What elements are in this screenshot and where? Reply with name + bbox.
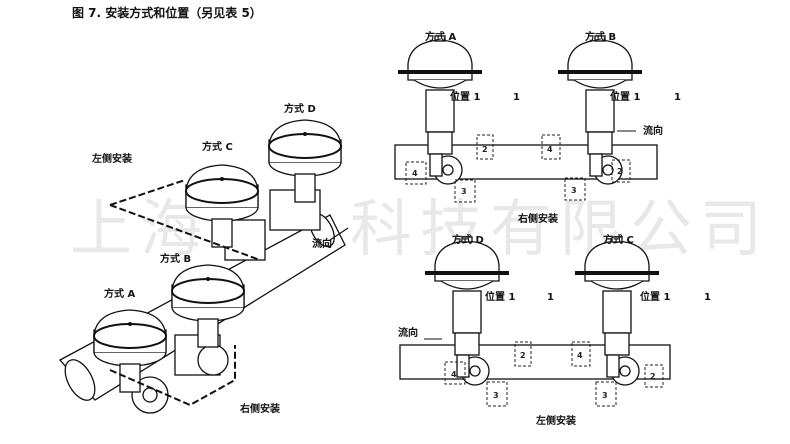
label-position-1: 位置 1 bbox=[485, 290, 515, 303]
label-style-c: 方式 C bbox=[202, 140, 233, 153]
left-mount-views: 方式 D 方式 C 位置 1 1 位置 1 1 流向 2 3 4 2 3 4 左… bbox=[398, 233, 711, 427]
left-mount-boundary bbox=[109, 179, 261, 261]
svg-text:2: 2 bbox=[520, 351, 526, 360]
label-position-1: 位置 1 bbox=[640, 290, 670, 303]
svg-text:4: 4 bbox=[412, 169, 418, 178]
isometric-view: 方式 D 方式 C 方式 B 方式 A 左侧安装 流向 右侧安装 bbox=[58, 102, 349, 415]
label-style-a: 方式 A bbox=[425, 30, 456, 43]
caption-right-mount: 右侧安装 bbox=[517, 212, 558, 225]
svg-text:2: 2 bbox=[482, 145, 488, 154]
label-position-1: 位置 1 bbox=[610, 90, 640, 103]
label-right-mount: 右侧安装 bbox=[239, 402, 280, 415]
svg-text:3: 3 bbox=[493, 391, 499, 400]
label-style-c: 方式 C bbox=[603, 233, 634, 246]
label-style-d: 方式 D bbox=[452, 233, 484, 246]
position-marker: 1 bbox=[513, 92, 520, 103]
svg-text:2: 2 bbox=[617, 167, 623, 176]
svg-text:3: 3 bbox=[571, 186, 577, 195]
watermark: 上海 科技有限公司 bbox=[70, 192, 770, 265]
label-style-b: 方式 B bbox=[585, 30, 616, 43]
svg-text:3: 3 bbox=[461, 187, 467, 196]
label-position-1: 位置 1 bbox=[450, 90, 480, 103]
label-style-a: 方式 A bbox=[104, 287, 135, 300]
svg-text:4: 4 bbox=[451, 370, 457, 379]
right-mount-boundary bbox=[109, 345, 236, 407]
figure-title: 图 7. 安装方式和位置（另见表 5） bbox=[72, 6, 262, 20]
label-flow: 流向 bbox=[312, 237, 332, 250]
flow-arrow-icon bbox=[329, 227, 349, 241]
label-flow: 流向 bbox=[398, 326, 418, 339]
svg-text:4: 4 bbox=[577, 351, 583, 360]
position-marker: 1 bbox=[704, 292, 711, 303]
label-style-b: 方式 B bbox=[160, 252, 191, 265]
label-flow: 流向 bbox=[643, 124, 663, 137]
svg-text:4: 4 bbox=[547, 145, 553, 154]
position-marker: 1 bbox=[547, 292, 554, 303]
label-left-mount: 左侧安装 bbox=[91, 152, 132, 165]
caption-left-mount: 左侧安装 bbox=[535, 414, 576, 427]
label-style-d: 方式 D bbox=[284, 102, 316, 115]
svg-text:3: 3 bbox=[602, 391, 608, 400]
position-marker: 1 bbox=[674, 92, 681, 103]
right-mount-views: 方式 A 方式 B 位置 1 1 位置 1 1 流向 2 3 4 2 3 4 右… bbox=[394, 30, 681, 225]
svg-text:2: 2 bbox=[650, 372, 656, 381]
